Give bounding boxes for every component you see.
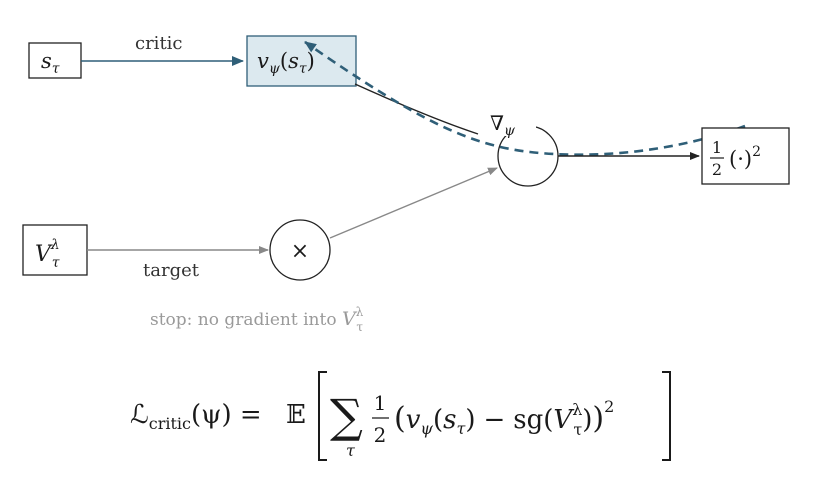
formula-sg-close: ) (582, 405, 592, 435)
value-symbol: v (257, 49, 269, 73)
value-arg-sub: τ (299, 61, 307, 77)
critic-label: critic (135, 33, 183, 54)
stop-gradient-sub: τ (356, 320, 363, 334)
formula-square: 2 (604, 397, 614, 416)
formula-frac-den: 2 (374, 423, 387, 447)
stop-gradient-text: stop: no gradient into (150, 310, 342, 330)
stop-gradient-sup: λ (356, 305, 364, 319)
gradient-flow-edge (304, 40, 746, 156)
formula-v: v (406, 405, 421, 435)
forward-edge (354, 83, 479, 135)
formula-open-paren: ( (394, 401, 406, 436)
multiply-symbol: × (291, 239, 309, 264)
formula-left-bracket (318, 371, 327, 461)
svg-text:(·)2: (·)2 (729, 144, 761, 171)
target-sup: λ (50, 237, 60, 253)
target-symbol: V (35, 242, 53, 267)
state-node: sτ (28, 42, 82, 79)
svg-text:(vψ(sτ)−sg(Vλτ))2: (vψ(sτ)−sg(Vλτ))2 (394, 397, 614, 439)
formula-V: V (553, 405, 574, 435)
target-sub: τ (52, 255, 60, 271)
formula-V-sub: τ (573, 420, 582, 439)
value-arg-symbol: s (288, 49, 299, 73)
loss-body: (·) (729, 147, 752, 171)
formula-lhs-arg: (ψ) = (191, 400, 262, 430)
state-sub: τ (52, 61, 60, 77)
formula-v-arg-close: ) (465, 405, 475, 435)
state-symbol: s (41, 49, 52, 73)
target-label: target (143, 260, 200, 281)
formula-sum: ∑ (330, 389, 363, 443)
loss-sup: 2 (752, 144, 761, 160)
gradient-label-backdrop (488, 110, 536, 136)
formula-sum-index: τ (346, 441, 356, 460)
stop-gradient-symbol: V (342, 308, 358, 330)
formula-expectation: 𝔼 (286, 400, 306, 430)
target-box (22, 224, 88, 276)
value-sub: ψ (269, 61, 281, 77)
gradient-sub: ψ (504, 123, 516, 139)
formula-V-sup: λ (572, 400, 582, 419)
formula-v-sub: ψ (420, 419, 433, 438)
svg-text:vψ(sτ): vψ(sτ) (257, 49, 315, 77)
formula-lhs-symbol: ℒ (130, 400, 149, 430)
formula-lhs-sub: critic (149, 414, 191, 433)
gradient-symbol: ∇ (490, 111, 504, 135)
state-box (28, 42, 82, 79)
formula-s: s (443, 405, 456, 435)
gradient-node: ∇ψ (488, 110, 559, 187)
value-box (246, 35, 357, 87)
svg-text:∇ψ: ∇ψ (490, 111, 516, 139)
svg-text:sτ: sτ (41, 49, 60, 77)
multiply-to-gradient-edge (329, 167, 498, 239)
formula-v-arg-open: ( (433, 405, 443, 435)
loss-den: 2 (712, 160, 722, 179)
loss-num: 1 (712, 138, 722, 157)
svg-text:Vλτ: Vλτ (35, 237, 60, 271)
formula-right-bracket (662, 371, 671, 461)
multiply-circle (269, 219, 331, 281)
formula-frac-num: 1 (374, 391, 387, 415)
svg-text:ℒcritic(ψ) =: ℒcritic(ψ) = (130, 400, 262, 433)
formula-minus: − (483, 405, 505, 435)
formula-sg: sg( (513, 405, 553, 435)
loss-node: 1 2 (·)2 (701, 127, 790, 185)
value-node: vψ(sτ) (246, 35, 357, 87)
formula-close-paren: ) (592, 401, 604, 436)
multiply-node: × (269, 219, 331, 281)
formula-s-sub: τ (456, 419, 466, 438)
loss-box (701, 127, 790, 185)
